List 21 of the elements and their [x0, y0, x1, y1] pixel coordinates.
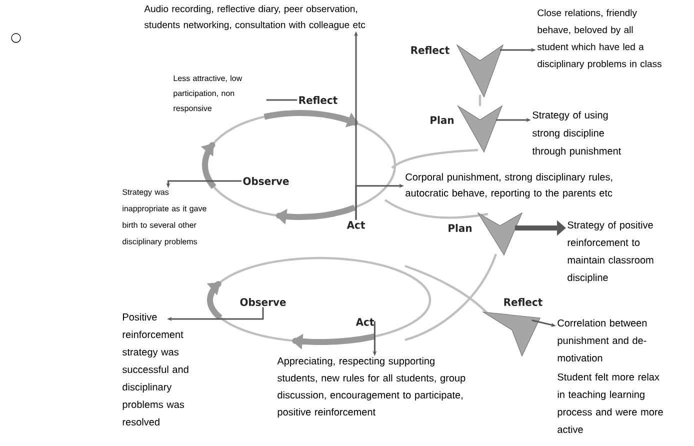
- note-text: Appreciating, respecting supporting students, new rules for all students, group discussion, encouragement to participate, positive reinforcement: [277, 357, 466, 418]
- stage-label: Reflect: [411, 46, 450, 54]
- note-text: Corporal punishment, strong disciplinary rules, autocratic behave, reporting to the parents etc: [406, 173, 612, 198]
- leader-line: [266, 99, 298, 101]
- note-text: Strategy of using strong discipline through punishment: [532, 111, 622, 156]
- stage-label: Observe: [240, 298, 286, 306]
- note-text: Audio recording, reflective diary, peer observation, students networking, consultation with colleague etc: [144, 5, 366, 30]
- note-text: Strategy was inappropriate as it gave birth to several other disciplinary problems: [122, 189, 206, 246]
- stage-label: Plan: [448, 224, 472, 232]
- stage-label: Reflect: [504, 298, 542, 306]
- note-text: Strategy of positive reinforcement to maintain classroom discipline: [568, 221, 654, 283]
- note-text: Close relations, friendly behave, beloved by all student which have led a disciplinary problems in class: [537, 9, 662, 70]
- stage-label: Reflect: [299, 96, 338, 104]
- stage-label: Plan: [430, 116, 454, 124]
- note-text: Less attractive, low participation, non responsive: [174, 75, 242, 113]
- note-text: Student felt more relax in teaching learning process and were more active: [558, 373, 663, 434]
- stage-label: Act: [356, 318, 374, 326]
- note-text: Correlation between punishment and de-motivation: [558, 319, 647, 362]
- stage-label: Act: [346, 221, 365, 229]
- note-text: Positive reinforcement strategy was successful and disciplinary problems was resolved: [122, 313, 188, 426]
- stage-label: Observe: [243, 176, 289, 186]
